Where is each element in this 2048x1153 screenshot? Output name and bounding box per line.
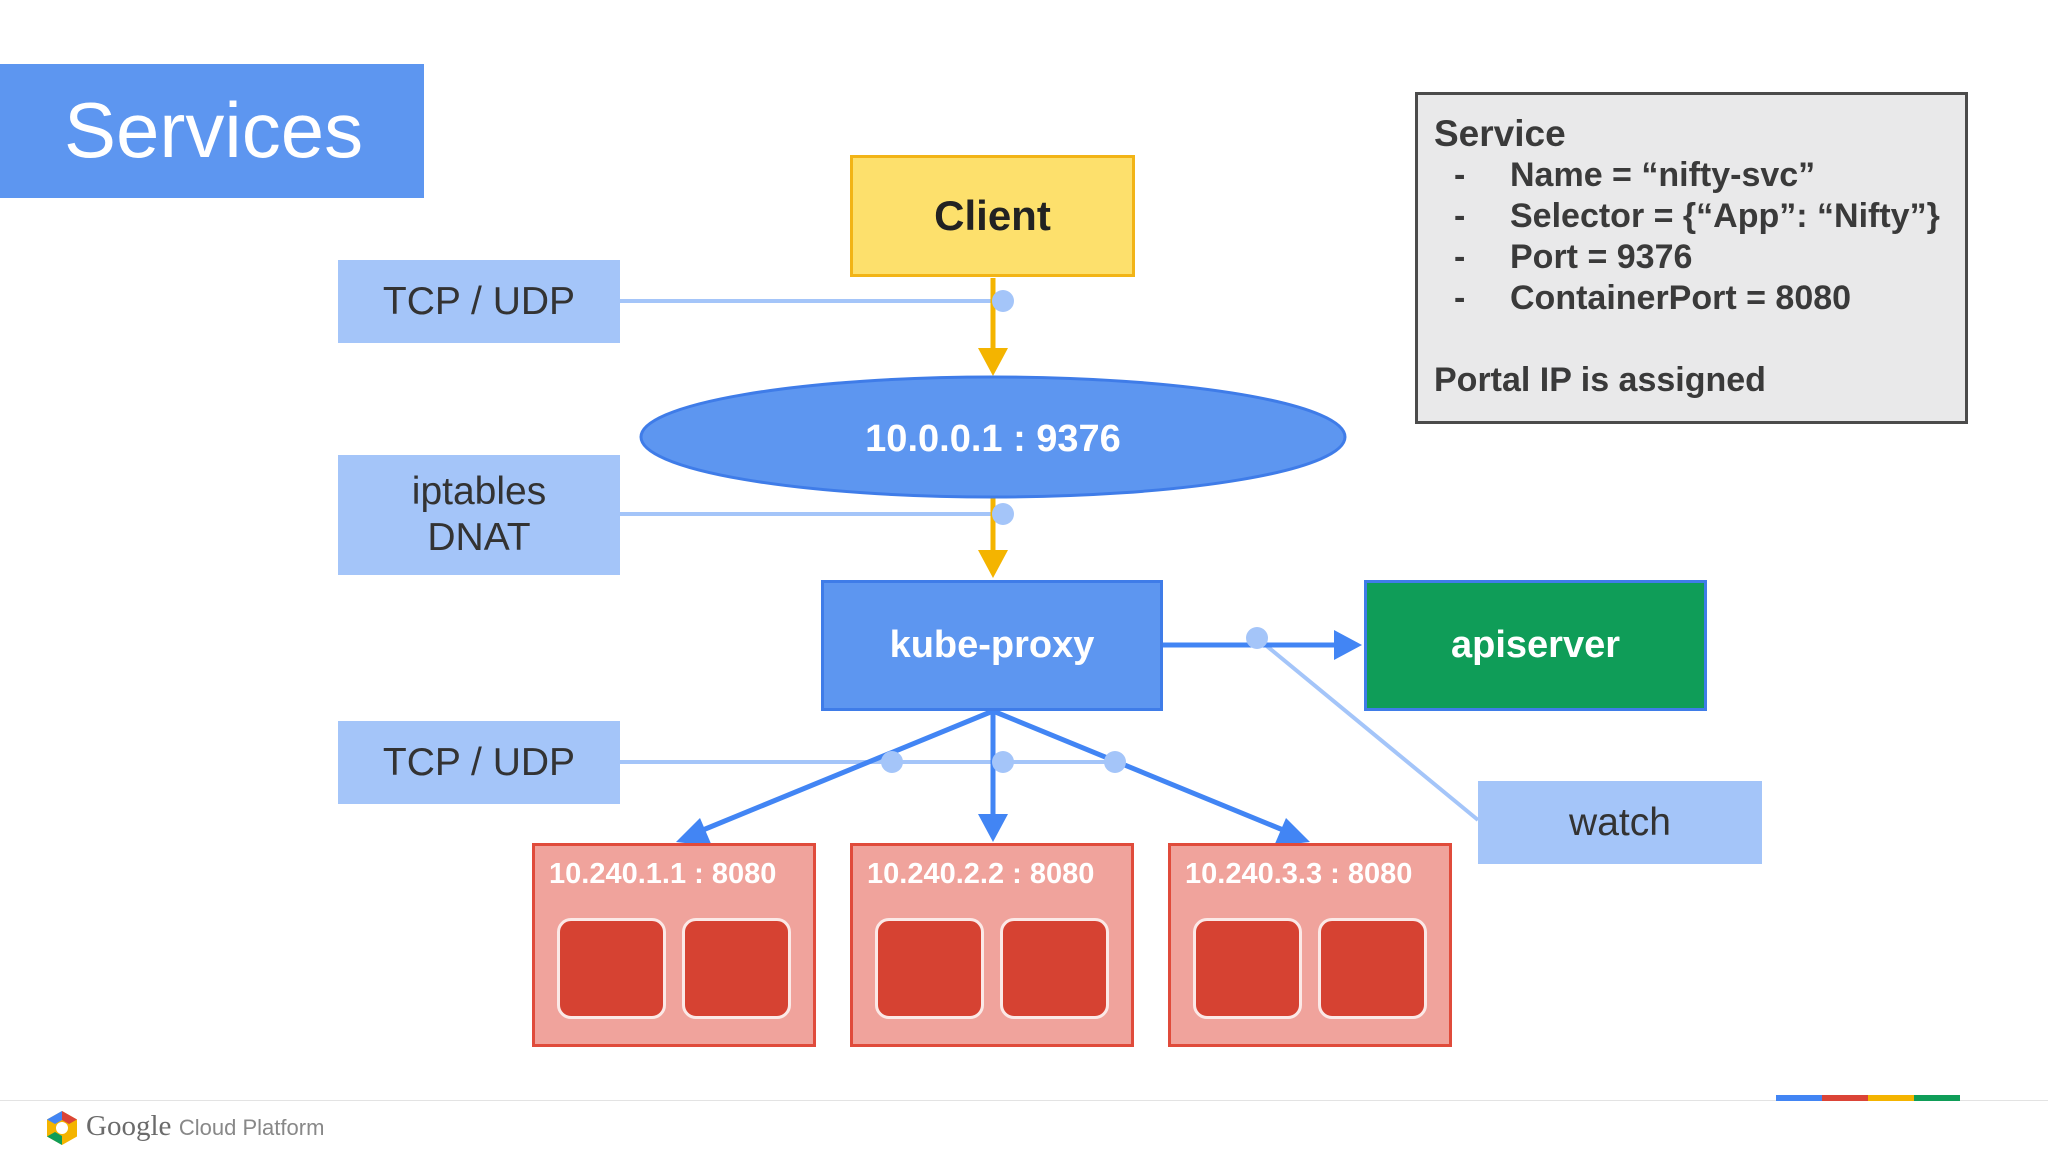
service-to-proxy-arrowhead <box>978 550 1008 578</box>
client-node: Client <box>850 155 1135 277</box>
iptables-dot <box>992 503 1014 525</box>
brand-bar-blue <box>1776 1095 1822 1101</box>
property-text: Port = 9376 <box>1510 238 1693 276</box>
container-1a <box>557 918 666 1019</box>
brand-bar-green <box>1914 1095 1960 1101</box>
title-banner: Services <box>0 64 424 198</box>
service-property-containerport: - ContainerPort = 8080 <box>1434 278 1965 319</box>
pod-2: 10.240.2.2 : 8080 <box>850 843 1134 1047</box>
service-ip-label: 10.0.0.1 : 9376 <box>865 418 1121 460</box>
tcp-udp-bottom-label: TCP / UDP <box>338 721 620 804</box>
apiserver-label: apiserver <box>1450 624 1620 666</box>
watch-dot <box>1246 627 1268 649</box>
brand-bar-red <box>1822 1095 1868 1101</box>
container-3b <box>1318 918 1427 1019</box>
list-dash: - <box>1454 238 1466 276</box>
service-ip-ellipse <box>639 375 1347 499</box>
brand-bar-yellow <box>1868 1095 1914 1101</box>
service-property-name: - Name = “nifty-svc” <box>1434 155 1965 196</box>
tcp-udp-bottom-dot-1 <box>881 751 903 773</box>
service-definition-box: Service - Name = “nifty-svc” - Selector … <box>1415 92 1968 424</box>
google-cloud-logo-icon <box>42 1108 82 1148</box>
kube-proxy-node: kube-proxy <box>821 580 1163 711</box>
proxy-to-pod3-arrowhead <box>1274 818 1310 846</box>
watch-label: watch <box>1478 781 1762 864</box>
iptables-text: iptables <box>411 470 547 513</box>
footer-divider <box>0 1100 2048 1101</box>
kube-proxy-label: kube-proxy <box>889 624 1095 666</box>
property-text: Name = “nifty-svc” <box>1510 156 1816 194</box>
watch-text: watch <box>1569 800 1671 844</box>
slide-title: Services <box>64 86 364 174</box>
pod-3: 10.240.3.3 : 8080 <box>1168 843 1452 1047</box>
service-property-port: - Port = 9376 <box>1434 237 1965 278</box>
tcp-udp-top-label: TCP / UDP <box>338 260 620 343</box>
proxy-to-pod1-arrow <box>697 708 994 835</box>
footer-product-text: Cloud Platform <box>178 1115 325 1140</box>
tcp-udp-top-text: TCP / UDP <box>382 279 576 323</box>
footer-google-text: Google <box>86 1110 172 1142</box>
tcp-udp-bottom-dot-2 <box>992 751 1014 773</box>
proxy-to-apiserver-arrowhead <box>1334 630 1362 660</box>
service-property-selector: - Selector = {“App”: “Nifty”} <box>1434 196 1965 237</box>
portal-ip-note: Portal IP is assigned <box>1434 361 1766 399</box>
container-2a <box>875 918 984 1019</box>
watch-leader <box>1255 636 1480 822</box>
iptables-dnat-label: iptables DNAT <box>338 455 620 575</box>
dnat-text: DNAT <box>427 516 531 559</box>
proxy-to-pod2-arrowhead <box>978 814 1008 842</box>
service-heading: Service <box>1434 113 1566 154</box>
list-dash: - <box>1454 197 1466 235</box>
proxy-to-pod1-arrowhead <box>676 818 712 846</box>
container-3a <box>1193 918 1302 1019</box>
container-2b <box>1000 918 1109 1019</box>
tcp-udp-bottom-text: TCP / UDP <box>382 740 576 784</box>
service-properties-list: - Name = “nifty-svc” - Selector = {“App”… <box>1434 155 1965 319</box>
client-label: Client <box>934 192 1051 239</box>
pod-2-address: 10.240.2.2 : 8080 <box>867 858 1095 890</box>
client-to-service-arrowhead <box>978 348 1008 376</box>
apiserver-node: apiserver <box>1364 580 1707 711</box>
tcp-udp-top-dot <box>992 290 1014 312</box>
property-text: Selector = {“App”: “Nifty”} <box>1510 197 1940 235</box>
footer-brand: Google Cloud Platform <box>86 1108 324 1146</box>
pod-1: 10.240.1.1 : 8080 <box>532 843 816 1047</box>
proxy-to-pod3-arrow <box>992 708 1289 835</box>
container-1b <box>682 918 791 1019</box>
list-dash: - <box>1454 156 1466 194</box>
pod-3-address: 10.240.3.3 : 8080 <box>1185 858 1413 890</box>
property-text: ContainerPort = 8080 <box>1510 279 1852 317</box>
list-dash: - <box>1454 279 1466 317</box>
pod-1-address: 10.240.1.1 : 8080 <box>549 858 777 890</box>
tcp-udp-bottom-dot-3 <box>1104 751 1126 773</box>
